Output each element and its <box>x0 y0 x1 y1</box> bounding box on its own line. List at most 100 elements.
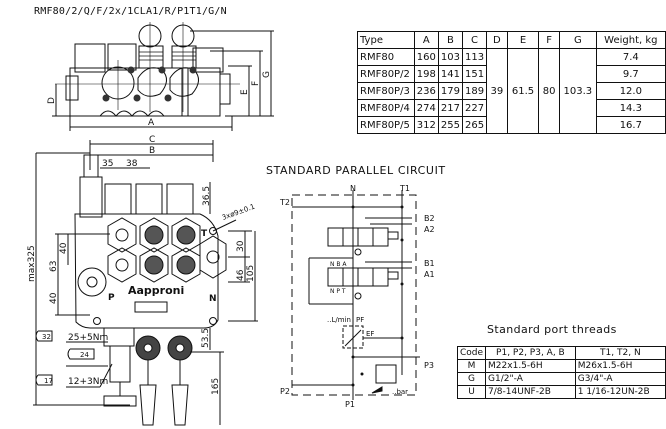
cell-e: 61.5 <box>506 48 540 134</box>
valve-body-outline <box>69 67 189 117</box>
table-row: RMF80P/3 236 179 189 12.0 <box>357 82 666 100</box>
dim-30-label: 30 <box>236 240 246 252</box>
top-view: A D E F G <box>47 22 274 131</box>
label-pf: PF <box>356 316 364 324</box>
svg-text:32: 32 <box>42 333 51 341</box>
dim-35-label: 35 <box>102 159 113 169</box>
port-hex-t <box>199 235 227 279</box>
port-hex <box>139 217 169 253</box>
wrench-icon <box>35 330 53 342</box>
mount-hole <box>209 227 217 235</box>
port-p <box>77 267 107 297</box>
port-hex <box>107 247 137 283</box>
dimension-table: Type A B C D E F G Weight, kg RMF80 160 … <box>357 31 666 134</box>
cell-c: 265 <box>461 116 488 134</box>
side-fitting <box>65 75 79 101</box>
cell-p-thread: 7/8-14UNF-2B <box>485 385 576 399</box>
dim-38-label: 38 <box>126 159 138 169</box>
inlet-section <box>74 43 106 73</box>
mount-hole <box>93 317 101 325</box>
wrench-17: 17 12+3Nm <box>35 363 113 388</box>
valve-block <box>74 213 219 329</box>
dim-165-label: 165 <box>211 378 221 395</box>
spool-cap-1 <box>104 183 132 215</box>
cell-t-thread: 1 1/16-12UN-2B <box>574 385 666 399</box>
table-row: RMF80P/2 198 141 151 9.7 <box>357 65 666 83</box>
torque-label: 25+5Nm <box>68 333 108 343</box>
label-n: N <box>350 184 356 193</box>
cell-d: 39 <box>486 48 508 134</box>
cell-g: 103.3 <box>558 48 597 134</box>
cell-t-thread: G3/4"-A <box>574 372 666 386</box>
port-hex <box>171 247 201 283</box>
relief-valve-body <box>79 176 103 218</box>
dim-g-label: G <box>262 71 272 78</box>
dim-40b-label: 40 <box>49 292 59 304</box>
lever-handle-2 <box>171 384 189 426</box>
col-header: T1, T2, N <box>574 346 666 360</box>
holes-label: 3xø9±0.1 <box>221 203 256 222</box>
port-threads-table: Code P1, P2, P3, A, B T1, T2, N M M22x1.… <box>456 346 666 399</box>
table-row: RMF80P/4 274 217 227 14.3 <box>357 99 666 117</box>
body-bottom-wave <box>99 110 165 117</box>
port-hex <box>139 247 169 283</box>
dim-63-label: 63 <box>49 261 59 272</box>
label-a2: A2 <box>424 225 435 234</box>
side-fitting-right <box>219 73 231 105</box>
port-t-label: T <box>201 229 208 239</box>
table-header-row: Code P1, P2, P3, A, B T1, T2, N <box>456 346 666 360</box>
port-p-label: P <box>108 293 115 303</box>
wrench-32: 32 25+5Nm <box>35 330 108 343</box>
label-bar: ..bar <box>392 388 408 396</box>
cell-p-thread: G1/2"-A <box>485 372 576 386</box>
flow-control <box>342 325 364 349</box>
spool-cap-3 <box>166 183 194 215</box>
spool-cap-2 <box>135 183 163 215</box>
label-p3: P3 <box>424 361 434 370</box>
threads-title: Standard port threads <box>487 323 617 336</box>
dim-d-label: D <box>47 97 57 104</box>
dim-40-label: 40 <box>59 242 69 254</box>
svg-text:24: 24 <box>80 351 89 359</box>
dim-a-label: A <box>148 118 155 128</box>
cell-code: M <box>456 359 487 373</box>
label-nba: N B A <box>330 261 347 268</box>
dim-max325-label: max325 <box>27 245 37 282</box>
dim-105-label: 105 <box>246 265 256 282</box>
label-t2: T2 <box>279 198 290 207</box>
relief-valve-symbol <box>375 364 397 384</box>
dim-c-label: C <box>149 135 155 145</box>
front-view: C B 35 38 36.5 <box>27 135 258 426</box>
relief-valve-cap <box>83 154 99 178</box>
cell-t-thread: M26x1.5-6H <box>574 359 666 373</box>
wrench-icon <box>35 374 53 386</box>
cell-p-thread: M22x1.5-6H <box>485 359 576 373</box>
circuit-boundary <box>291 194 417 396</box>
table-row: U 7/8-14UNF-2B 1 1/16-12UN-2B <box>456 385 666 399</box>
boot-2 <box>171 45 197 69</box>
ports <box>77 217 227 297</box>
port-shape <box>137 67 167 97</box>
dim-36-5-label: 36.5 <box>202 186 212 206</box>
dim-b-label: B <box>149 146 155 156</box>
cell-code: U <box>456 385 487 399</box>
wrench-icon <box>67 348 95 360</box>
nameplate <box>134 301 168 313</box>
cell-weight: 16.7 <box>595 116 666 134</box>
svg-text:17: 17 <box>44 377 53 385</box>
label-npt: N P T <box>330 288 346 295</box>
relief-adjuster-stem <box>109 345 131 383</box>
dim-46-label: 46 <box>236 269 246 281</box>
lever-handle-1 <box>139 384 157 426</box>
table-row: M M22x1.5-6H M26x1.5-6H <box>456 359 666 373</box>
table-row: RMF80P/5 312 255 265 16.7 <box>357 116 666 134</box>
table-row: G G1/2"-A G3/4"-A <box>456 372 666 386</box>
label-b2: B2 <box>424 214 435 223</box>
cell-code: G <box>456 372 487 386</box>
port-n-label: N <box>209 294 217 304</box>
hydraulic-circuit: N T1 T2 B2 A2 B1 A1 P3 P2 P1 N B A N P T… <box>279 184 435 409</box>
label-a1: A1 <box>424 270 435 279</box>
dim-53-5-label: 53.5 <box>201 328 211 348</box>
dim-f-label: F <box>251 81 261 86</box>
dim-e-label: E <box>240 89 250 95</box>
